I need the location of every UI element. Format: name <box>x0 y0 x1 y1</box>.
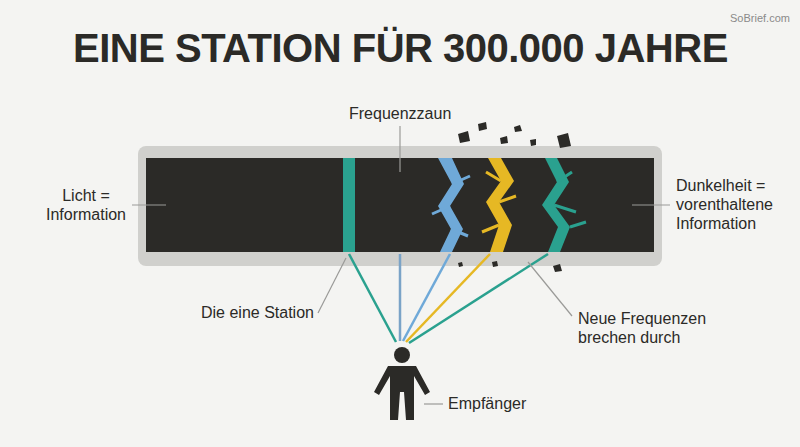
dark-bar <box>146 158 654 252</box>
label: Empfänger <box>448 394 526 413</box>
teal-crack-branch <box>554 172 586 227</box>
label: Frequenzzaun <box>349 104 451 123</box>
label: Neue Frequenzen brechen durch <box>578 309 713 347</box>
signal-lines <box>349 254 548 343</box>
label: Dunkelheit = vorenthaltene Information <box>676 176 792 234</box>
blue-crack <box>438 158 464 252</box>
receiver-figure <box>374 347 430 420</box>
station-band <box>343 158 355 252</box>
leader-lines <box>132 126 670 404</box>
yellow-crack <box>486 158 514 252</box>
title: EINE STATION FÜR 300.000 JAHRE <box>73 24 728 72</box>
watermark: SoBrief.com <box>730 12 790 25</box>
debris <box>458 122 571 272</box>
blue-crack-branch <box>432 176 470 236</box>
yellow-crack-branch <box>482 172 516 232</box>
label: Licht = Information <box>38 186 134 224</box>
label: Die eine Station <box>201 303 314 322</box>
